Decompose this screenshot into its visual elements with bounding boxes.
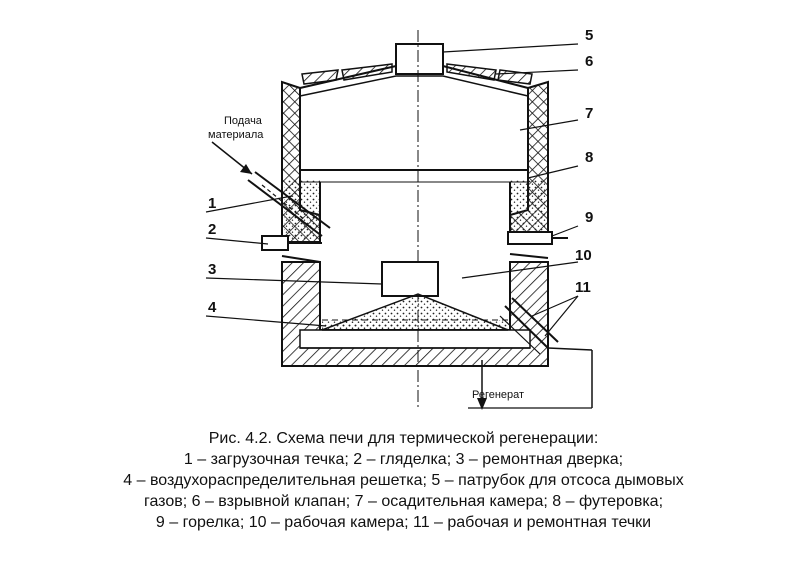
caption-line: 1 – загрузочная течка; 2 – гляделка; 3 –… — [183, 451, 624, 468]
caption-line: 4 – воздухораспределительная решетка; 5 … — [123, 472, 684, 489]
feed-arrow — [211, 141, 253, 175]
label-6: 6 — [585, 53, 593, 70]
label-3: 3 — [208, 261, 216, 278]
label-11: 11 — [575, 279, 591, 296]
output-label: Регенерат — [472, 389, 524, 401]
caption-line: 9 – горелка; 10 – рабочая камера; 11 – р… — [155, 514, 652, 531]
label-4: 4 — [208, 299, 217, 316]
upper-lining — [281, 80, 549, 243]
dotted-lining — [284, 180, 546, 240]
caption-line: газов; 6 – взрывной клапан; 7 – осадител… — [143, 493, 664, 510]
loading-chute — [247, 171, 331, 237]
feed-label-line2: материала — [208, 129, 264, 141]
explosion-valve-left — [301, 69, 339, 85]
material-pile — [321, 293, 509, 331]
label-8: 8 — [585, 149, 593, 166]
roof — [299, 63, 533, 97]
label-5: 5 — [585, 27, 593, 44]
flue-gas-nozzle — [395, 43, 444, 75]
label-9: 9 — [585, 209, 593, 226]
furnace-diagram: 5 6 7 8 9 10 11 1 2 3 4 Подача материала… — [205, 27, 593, 410]
repair-door — [381, 261, 439, 297]
working-chutes — [499, 297, 559, 355]
caption-line: Рис. 4.2. Схема печи для термической рег… — [208, 430, 599, 447]
burner — [507, 231, 568, 259]
leader-lines — [205, 43, 579, 337]
figure-caption: Рис. 4.2. Схема печи для термической рег… — [0, 428, 807, 533]
explosion-valve-right — [446, 63, 497, 81]
label-2: 2 — [208, 221, 216, 238]
label-7: 7 — [585, 105, 593, 122]
feed-label-line1: Подача — [224, 115, 263, 127]
label-1: 1 — [208, 195, 216, 212]
output-arrow — [468, 347, 593, 410]
label-10: 10 — [575, 247, 592, 264]
